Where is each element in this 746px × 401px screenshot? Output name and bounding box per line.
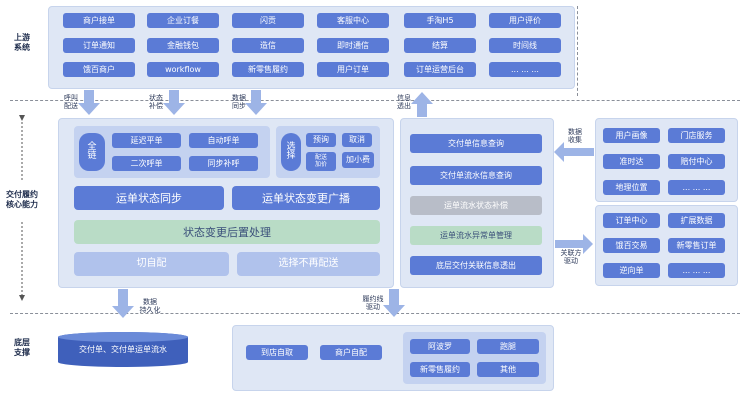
upstream-button-4[interactable]: 手淘H5 [404,13,476,28]
upstream-button-0[interactable]: 商户接单 [63,13,135,28]
lower-divider [10,313,740,314]
optional-button-tip[interactable]: 加小费 [342,152,374,168]
waybill-status-sync[interactable]: 运单状态同步 [74,186,224,210]
upstream-button-14[interactable]: 新零售履约 [232,62,304,77]
bottom-new-retail[interactable]: 新零售履约 [410,362,470,377]
choose-no-dispatch[interactable]: 选择不再配送 [237,252,380,276]
right-bottom-button-4[interactable]: 逆向单 [603,263,660,278]
right-bottom-button-1[interactable]: 扩展数据 [668,213,725,228]
optional-button-delivery-surcharge[interactable]: 配送 加价 [306,152,336,171]
optional-button-preinquiry[interactable]: 预询 [306,133,336,147]
bottom-errand[interactable]: 跑腿 [477,339,539,354]
waybill-flow-compensation[interactable]: 运单流水状态补偿 [410,196,542,215]
storage-label: 交付单、交付单运单流水 [79,345,167,354]
vertical-divider [577,6,578,96]
side-label-core: 交付履约 核心能力 [6,190,38,209]
chain-button-sync-recall[interactable]: 同步补呼 [189,156,258,171]
bottom-merchant-self-delivery[interactable]: 商户自配 [320,345,382,360]
side-label-upstream: 上游 系统 [14,33,30,52]
query-delivery-flow[interactable]: 交付单流水信息查询 [410,166,542,185]
right-top-button-4[interactable]: 地理位置 [603,180,660,195]
upstream-button-13[interactable]: workflow [147,62,219,77]
upstream-button-15[interactable]: 用户订单 [317,62,389,77]
label-data-sync: 数据 同步 [232,94,246,111]
right-bottom-button-2[interactable]: 饿百交易 [603,238,660,253]
upstream-button-1[interactable]: 企业订餐 [147,13,219,28]
right-top-button-3[interactable]: 赔付中心 [668,154,725,169]
right-bottom-button-3[interactable]: 新零售订单 [668,238,725,253]
chain-button-delay-dispatch[interactable]: 延迟平单 [112,133,181,148]
right-bottom-button-5[interactable]: ... ... ... [668,263,725,278]
upstream-button-3[interactable]: 客服中心 [317,13,389,28]
chain-button-auto-call[interactable]: 自动呼单 [189,133,258,148]
optional-button-cancel[interactable]: 取消 [342,133,372,147]
label-call-dispatch: 呼叫 配送 [64,94,78,111]
label-info-out: 信息 透出 [397,94,411,111]
right-top-button-2[interactable]: 准时达 [603,154,660,169]
upstream-button-12[interactable]: 饿百商户 [63,62,135,77]
full-chain-badge: 全 链 [79,133,105,171]
label-data-persist: 数据 持久化 [139,298,161,315]
bottom-others[interactable]: 其他 [477,362,539,377]
label-related-drive: 关联方 驱动 [560,249,582,266]
upstream-panel [48,6,575,89]
upstream-button-6[interactable]: 订单通知 [63,38,135,53]
right-top-button-1[interactable]: 门店服务 [668,128,725,143]
upstream-button-16[interactable]: 订单运营后台 [404,62,476,77]
switch-self-dispatch[interactable]: 切自配 [74,252,229,276]
upstream-button-7[interactable]: 金融钱包 [147,38,219,53]
bottom-store-pickup[interactable]: 到店自取 [246,345,308,360]
label-fulfill-drive: 履约线 驱动 [362,295,384,312]
upstream-button-8[interactable]: 造信 [232,38,304,53]
bottom-delivery-info-export[interactable]: 底层交付关联信息透出 [410,256,542,275]
upstream-button-10[interactable]: 结算 [404,38,476,53]
label-data-collect: 数据 收集 [568,128,582,145]
right-top-button-5[interactable]: ... ... ... [668,180,725,195]
upstream-button-5[interactable]: 用户评价 [489,13,561,28]
waybill-status-broadcast[interactable]: 运单状态变更广播 [232,186,380,210]
side-label-bottom: 底层 支撑 [14,338,30,357]
right-bottom-button-0[interactable]: 订单中心 [603,213,660,228]
upstream-button-11[interactable]: 时间线 [489,38,561,53]
upstream-button-17[interactable]: ... ... ... [489,62,561,77]
upstream-button-2[interactable]: 闪贡 [232,13,304,28]
optional-badge: 选 择 [281,133,301,171]
right-top-button-0[interactable]: 用户画像 [603,128,660,143]
query-delivery-info[interactable]: 交付单信息查询 [410,134,542,153]
chain-button-second-call[interactable]: 二次呼单 [112,156,181,171]
upper-divider [10,100,740,101]
upstream-button-9[interactable]: 即时通信 [317,38,389,53]
bottom-apollo[interactable]: 阿波罗 [410,339,470,354]
waybill-exception-management[interactable]: 运单流水异常单管理 [410,226,542,245]
label-status-supplement: 状态 补偿 [149,94,163,111]
post-status-processing[interactable]: 状态变更后置处理 [74,220,380,244]
